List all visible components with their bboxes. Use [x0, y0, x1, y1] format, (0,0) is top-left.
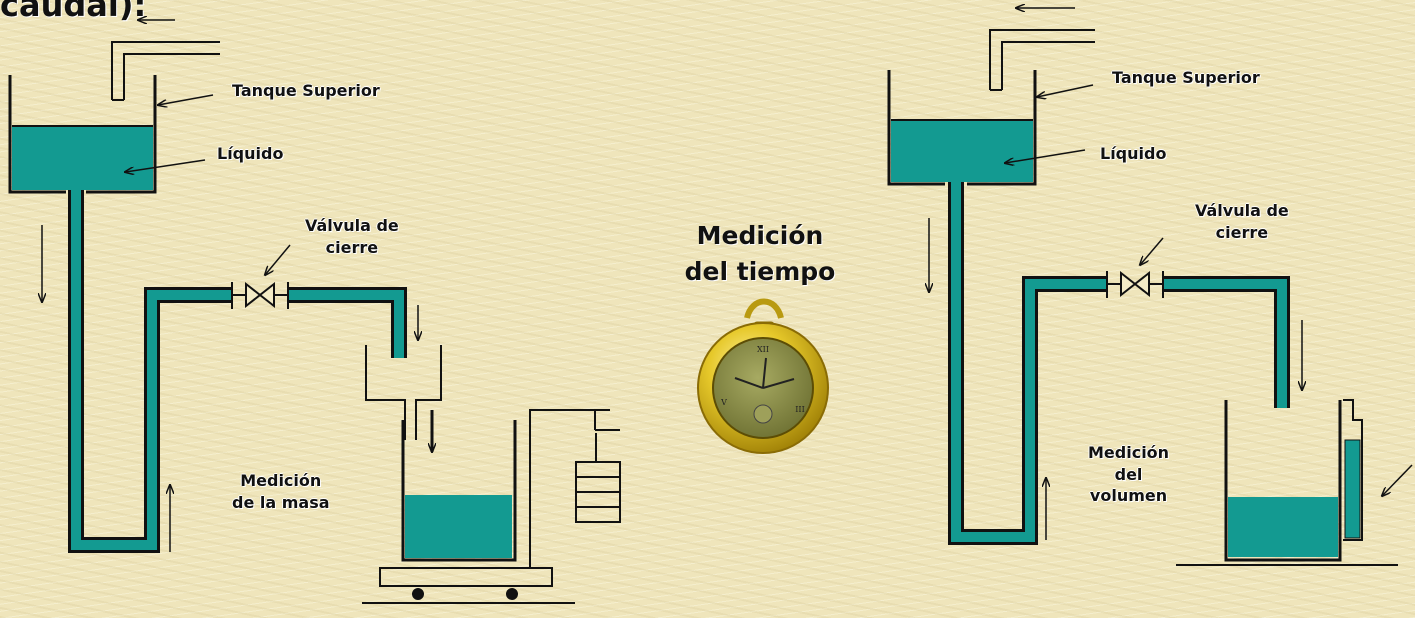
right-volume-tank	[1176, 399, 1398, 566]
right-valve-label-line2: cierre	[1215, 222, 1269, 242]
svg-text:XII: XII	[757, 345, 769, 354]
right-pipe-network	[948, 182, 1290, 545]
left-apparatus	[8, 20, 621, 604]
right-volume-label-line3: volumen	[1089, 486, 1168, 506]
left-tank-pointer	[158, 94, 214, 105]
time-measurement-title: Medición del tiempo	[655, 218, 865, 291]
left-funnel	[365, 345, 442, 440]
left-mass-measurement-label: Medición de la masa	[232, 470, 330, 513]
left-liquid-label: Líquido	[217, 144, 284, 163]
right-gauge-pointer	[1382, 464, 1413, 496]
left-scale	[362, 409, 621, 604]
left-mass-label-line2: de la masa	[232, 492, 330, 512]
right-shutoff-valve	[1106, 270, 1164, 298]
left-mass-label-line1: Medición	[240, 471, 322, 490]
left-tank-label: Tanque Superior	[232, 81, 380, 100]
right-upper-tank	[887, 70, 1037, 186]
time-title-line2: del tiempo	[684, 257, 836, 287]
left-weigh-tank	[401, 420, 517, 562]
right-tank-pointer	[1037, 84, 1094, 97]
left-liquid-pointer	[125, 159, 206, 172]
right-inlet-pipe	[989, 29, 1095, 91]
left-valve-label: Válvula de cierre	[305, 215, 399, 258]
left-valve-pointer	[265, 244, 291, 275]
right-valve-label: Válvula de cierre	[1195, 200, 1289, 243]
right-valve-pointer	[1140, 237, 1164, 265]
left-pipe-network	[68, 190, 407, 553]
svg-text:V: V	[720, 398, 727, 407]
right-volume-label-line2: del	[1114, 464, 1143, 484]
left-valve-label-line2: cierre	[325, 237, 379, 257]
pocket-watch-icon: XII V III	[697, 298, 829, 454]
left-inlet-pipe	[111, 41, 220, 101]
heading-fragment: caudal):	[0, 0, 147, 24]
right-volume-measurement-label: Medición del volumen	[1088, 442, 1169, 507]
right-valve-label-line1: Válvula de	[1195, 201, 1289, 220]
right-volume-label-line1: Medición	[1088, 443, 1170, 462]
left-tank-liquid	[12, 126, 153, 190]
right-liquid-label: Líquido	[1100, 144, 1167, 163]
left-shutoff-valve	[231, 281, 289, 309]
left-valve-label-line1: Válvula de	[305, 216, 399, 235]
svg-text:III: III	[795, 405, 804, 414]
right-apparatus	[887, 8, 1413, 566]
right-liquid-pointer	[1005, 149, 1086, 163]
right-tank-label: Tanque Superior	[1112, 68, 1260, 87]
time-title-line1: Medición	[696, 221, 824, 250]
left-upper-tank	[8, 75, 157, 194]
